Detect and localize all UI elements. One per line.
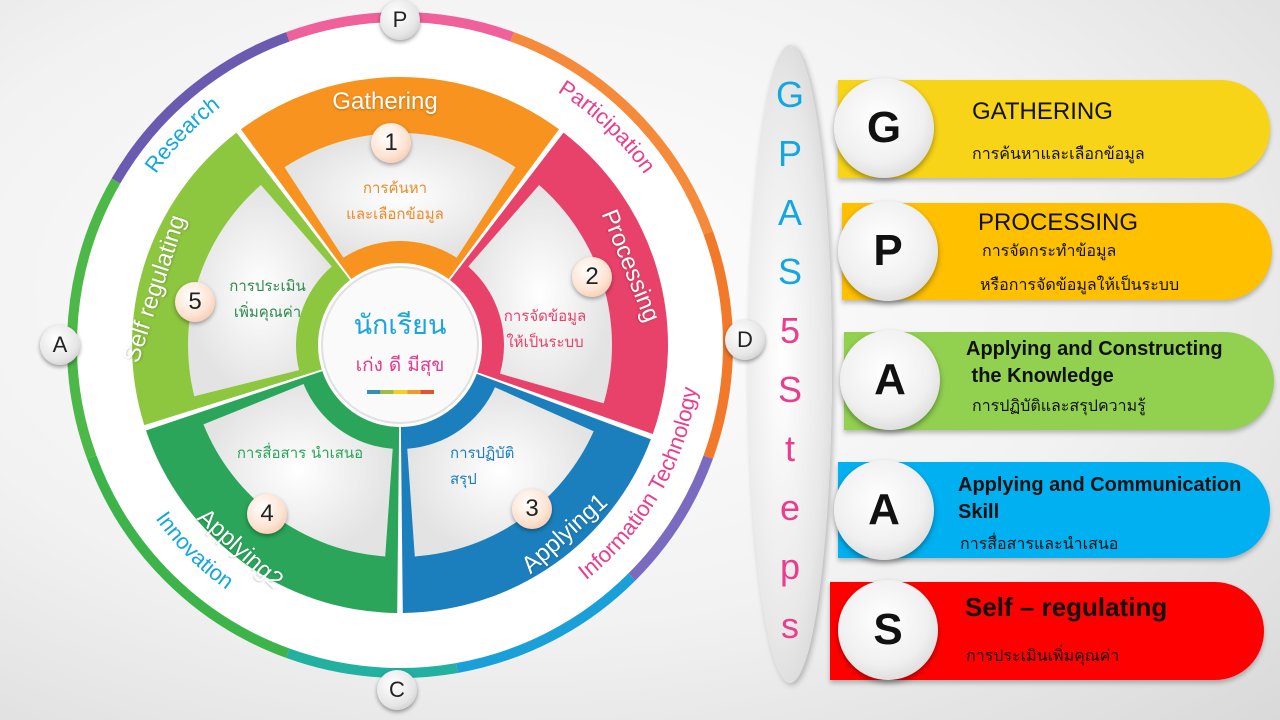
- step-number-4: 4: [247, 494, 287, 534]
- heading-line: Skill: [958, 501, 1000, 523]
- step-gathering: G GATHERING การค้นหาและเลือกข้อมูล: [834, 78, 1270, 178]
- center-subtitle: เก่ง ดี มีสุข: [355, 354, 445, 376]
- ring-arc: [111, 32, 290, 184]
- badge-a: A: [40, 325, 80, 365]
- desc-line: การสื่อสาร นำเสนอ: [236, 444, 364, 462]
- desc-line: การปฏิบัติ: [450, 444, 515, 462]
- center-color-bar: [420, 390, 434, 394]
- title-letter: P: [777, 133, 802, 174]
- ring-arc: [87, 455, 290, 658]
- desc-line: สรุป: [450, 470, 477, 488]
- step-number-3: 3: [512, 489, 552, 529]
- center-color-bar: [393, 390, 408, 394]
- title-letter: t: [784, 428, 795, 469]
- segment-inner-gathering: [284, 133, 516, 258]
- heading-line: Applying and Communication: [958, 474, 1242, 496]
- segment-inner-applying1: [407, 387, 594, 557]
- segment-desc-processing: การจัดข้อมูล ให้เป็นระบบ: [485, 303, 605, 355]
- segment-inner-self-regulating: [188, 185, 332, 397]
- title-letter: S: [777, 251, 802, 292]
- step-letter-p: P: [838, 201, 938, 301]
- badge-c: C: [377, 670, 417, 710]
- title-letter: A: [777, 192, 802, 233]
- step-letter-a: A: [840, 330, 940, 430]
- gpas-wheel: Research Participation Information Techn…: [67, 12, 733, 678]
- step-heading: Applying and Constructing the Knowledge: [966, 336, 1223, 390]
- step-description: การจัดกระทำข้อมูล: [982, 241, 1117, 260]
- title-letter: s: [781, 605, 799, 646]
- desc-line: การจัดข้อมูล: [503, 307, 587, 325]
- heading-line: Applying and Constructing: [966, 338, 1223, 360]
- heading-line: the Knowledge: [966, 365, 1114, 387]
- desc-line: เพิ่มคุณค่า: [233, 303, 302, 321]
- step-heading: PROCESSING: [978, 209, 1139, 236]
- step-description: การค้นหาและเลือกข้อมูล: [972, 144, 1145, 163]
- desc-line: การค้นหา: [362, 179, 428, 197]
- ring-arc: [67, 178, 121, 459]
- step-heading: Self – regulating: [965, 592, 1168, 622]
- center-color-bar: [367, 390, 381, 394]
- ring-arc: [286, 648, 458, 678]
- title-letter: 5: [779, 310, 801, 351]
- title-letter: p: [779, 546, 801, 587]
- step-letter-a: A: [834, 460, 934, 560]
- center-title: นักเรียน: [353, 310, 447, 341]
- step-applying-constructing: A Applying and Constructing the Knowledg…: [840, 330, 1274, 430]
- step-applying-communication: A Applying and Communication Skill การสื…: [834, 460, 1270, 560]
- step-letter-s: S: [838, 580, 938, 680]
- badge-d: D: [725, 320, 765, 360]
- ring-arc: [510, 32, 713, 235]
- gpas-5-steps-title: G P A S 5 S t e p s: [748, 45, 832, 683]
- segment-desc-self-regulating: การประเมิน เพิ่มคุณค่า: [215, 273, 320, 325]
- segment-inner-processing: [468, 185, 612, 404]
- ring-arc: [628, 455, 713, 581]
- step-number-5: 5: [175, 282, 215, 322]
- step-description: การปฏิบัติและสรุปความรู้: [972, 396, 1146, 415]
- title-letter: S: [777, 369, 802, 410]
- step-processing: P PROCESSING การจัดกระทำข้อมูล หรือการจั…: [838, 201, 1272, 301]
- step-description: การสื่อสารและนำเสนอ: [960, 534, 1119, 553]
- segment-inner-applying2: [203, 383, 393, 557]
- segment-desc-gathering: การค้นหา และเลือกข้อมูล: [330, 175, 460, 227]
- center-color-bar: [380, 390, 394, 394]
- segment-desc-applying1: การปฏิบัติ สรุป: [450, 440, 560, 492]
- badge-p: P: [380, 0, 420, 40]
- title-letter: G: [775, 74, 804, 115]
- step-description: หรือการจัดข้อมูลให้เป็นระบบ: [980, 275, 1180, 294]
- step-letter-g: G: [834, 78, 934, 178]
- desc-line: และเลือกข้อมูล: [346, 205, 444, 223]
- ring-arc: [456, 573, 636, 673]
- center-disc: [321, 266, 479, 424]
- step-heading: GATHERING: [972, 98, 1113, 125]
- step-description: การประเมินเพิ่มคุณค่า: [966, 646, 1120, 665]
- segment-title-gathering: Gathering: [332, 88, 438, 115]
- step-self-regulating: S Self – regulating การประเมินเพิ่มคุณค่…: [830, 580, 1264, 680]
- step-number-1: 1: [371, 123, 411, 163]
- center-color-bar: [407, 390, 421, 394]
- step-heading: Applying and Communication Skill: [958, 472, 1241, 526]
- desc-line: ให้เป็นระบบ: [506, 333, 584, 351]
- step-number-2: 2: [572, 257, 612, 297]
- desc-line: การประเมิน: [229, 277, 306, 295]
- segment-desc-applying2: การสื่อสาร นำเสนอ: [225, 440, 375, 466]
- title-letter: e: [779, 487, 801, 528]
